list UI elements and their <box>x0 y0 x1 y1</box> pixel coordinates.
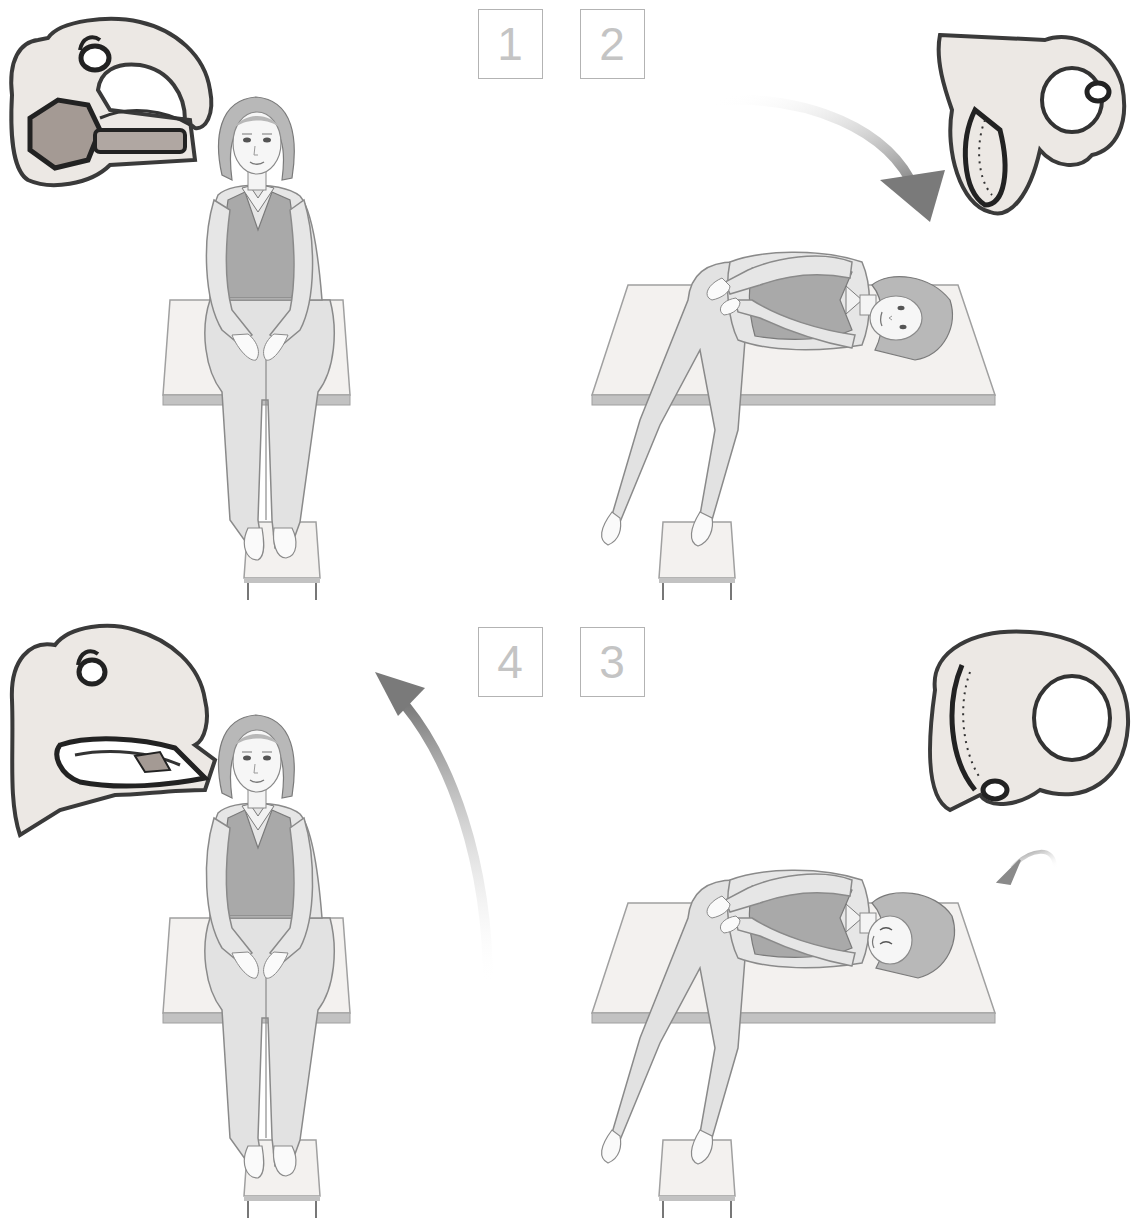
step-number: 2 <box>599 21 625 67</box>
step-number-box: 4 <box>478 627 543 697</box>
labyrinth-icon <box>11 19 211 185</box>
labyrinth-icon <box>930 632 1128 810</box>
panel-sitting <box>163 97 350 600</box>
step-number-box: 2 <box>580 9 645 79</box>
labyrinth-icon <box>12 626 215 835</box>
panel-lying-other-side <box>592 870 995 1218</box>
step-number: 1 <box>497 21 523 67</box>
step-number: 4 <box>497 639 523 685</box>
step-number-box: 1 <box>478 9 543 79</box>
motion-arrows <box>375 100 1055 985</box>
step-number: 3 <box>599 639 625 685</box>
panel-lying-side <box>592 252 995 600</box>
labyrinth-icon <box>939 35 1125 213</box>
step-number-box: 3 <box>580 627 645 697</box>
